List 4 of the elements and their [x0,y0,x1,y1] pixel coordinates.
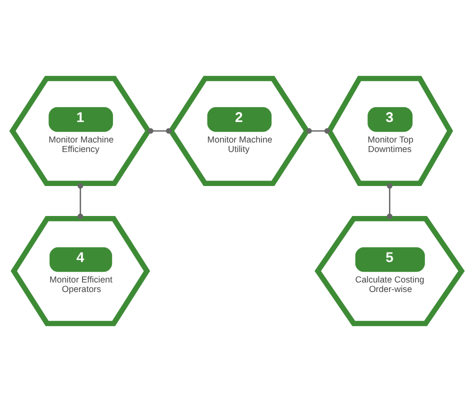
connector [306,128,330,134]
connector [386,182,392,219]
connector [148,128,172,134]
connector [78,182,84,219]
